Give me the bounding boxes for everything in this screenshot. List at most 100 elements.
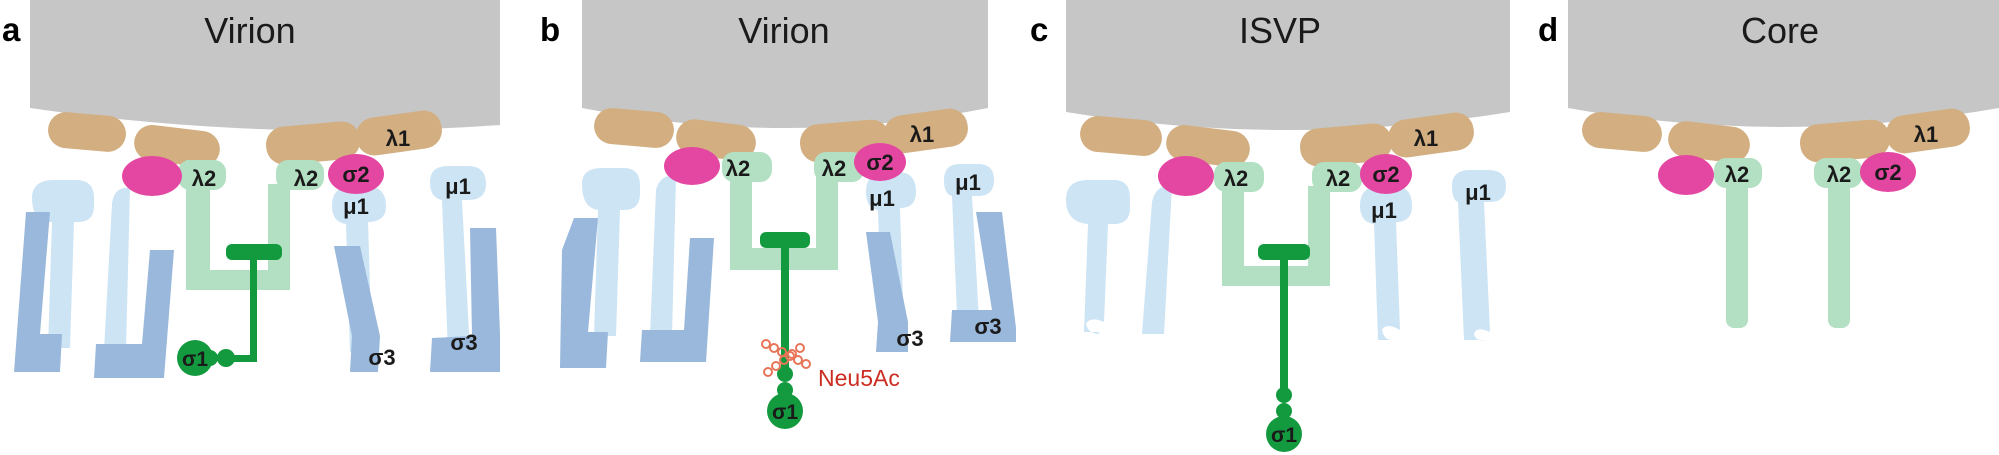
neu5ac-glycan [761,339,811,377]
mu1-subunit [582,168,640,336]
mu1-label: μ1 [1371,198,1397,223]
sigma2-subunit [664,147,720,185]
panel-c: c ISVP λ1 μ1 μ1 λ2 λ2 σ2 σ1 [1030,0,1510,452]
sigma2-subunit [1860,152,1916,192]
sigma1-label: σ1 [1271,424,1297,447]
mu1-subunit [1360,186,1412,340]
sigma3-label: σ3 [974,314,1001,339]
capsid-shell-a [30,0,500,131]
sigma1-bead [777,366,793,382]
panel-title-c: ISVP [1239,10,1321,51]
sigma3-subunit [94,250,174,378]
lambda2-knob [814,152,864,182]
sigma2-label: σ2 [1372,162,1399,187]
sigma2-subunit [1158,156,1214,196]
lambda1-subunit [1668,121,1750,163]
lambda2-knob [1214,162,1264,192]
sigma2-label: σ2 [342,162,369,187]
mu1-subunit [104,187,130,350]
capsid-shell-d [1568,0,1999,127]
lambda2-label: λ2 [1224,166,1248,191]
mu1-subunit [1142,185,1172,334]
panel-title-a: Virion [204,10,295,51]
lambda2-stalk [1726,160,1748,328]
lambda1-subunit [266,121,360,165]
lambda2-knob [178,160,226,190]
sigma3-subunit [950,212,1016,342]
capsid-shell-c [1066,0,1510,130]
panel-letter-b: b [540,11,560,48]
panel-letter-d: d [1538,11,1558,48]
mu1-label: μ1 [1465,180,1491,205]
lambda2-stalk [1828,160,1850,328]
lambda2-knob [1814,158,1862,188]
sigma1-globule [767,393,803,429]
sigma2-subunit [122,156,182,196]
lambda2-label: λ2 [1827,162,1851,187]
sigma2-subunit [854,143,906,181]
panel-letter-c: c [1030,11,1048,48]
neu5ac-label: Neu5Ac [818,365,900,391]
panel-b: b Virion λ1 μ1 μ1 σ3 σ3 λ2 λ2 σ2 σ [540,0,1016,429]
lambda1-subunit [1300,123,1392,167]
lambda2-knob [1714,158,1762,188]
lambda1-subunit [1582,112,1662,152]
sigma3-label: σ3 [896,326,923,351]
panel-title-b: Virion [738,10,829,51]
mu1-label: μ1 [343,194,369,219]
sigma2-label: σ2 [866,150,893,175]
sigma3-subunit [430,228,500,372]
sigma1-fiber [1280,252,1288,392]
mu1-label: μ1 [955,170,981,195]
mu1-subunit [650,175,676,336]
lambda2-label: λ2 [1326,166,1350,191]
lambda2-knob [722,152,772,182]
sigma1-bead [1276,387,1292,403]
panel-a: a Virion λ1 μ1 μ1 σ3 σ3 λ2 λ2 σ2 [2,0,500,378]
lambda2-knob [1312,162,1362,192]
sigma1-bead [217,349,235,367]
sigma1-bead [1276,403,1292,419]
mu1-label: μ1 [445,174,471,199]
panel-d: d Core λ1 λ2 λ2 σ2 [1538,0,1999,328]
lambda1-subunit [884,108,968,154]
sigma2-subunit [1658,155,1714,195]
sigma3-subunit [640,238,714,362]
sigma1-label: σ1 [182,348,208,371]
sigma3-subunit [334,246,380,372]
panel-letter-a: a [2,11,21,48]
lambda1-subunit [1080,115,1162,157]
lambda2-label: λ2 [192,166,216,191]
sigma3-subunit [560,218,608,368]
lambda1-subunit [1886,108,1970,154]
lambda2-label: λ2 [822,156,846,181]
lambda1-subunit [1800,119,1890,163]
sigma1-globule [1266,416,1302,452]
lambda2-label: λ2 [294,166,318,191]
lambda1-subunit [594,108,674,148]
mu1-subunit [32,180,94,348]
lambda2-knob [276,160,324,190]
lambda1-label: λ1 [1914,122,1938,147]
sigma3-subunit [866,232,908,352]
sigma3-subunit [14,212,62,372]
lambda1-label: λ1 [1414,126,1438,151]
panel-title-d: Core [1741,10,1819,51]
lambda1-label: λ1 [910,122,934,147]
lambda1-label: λ1 [386,126,410,151]
sigma2-subunit [1360,154,1412,194]
lambda2-label: λ2 [726,156,750,181]
mu1-subunit [944,164,994,338]
mu1-subunit [430,166,486,352]
lambda2-label: λ2 [1725,162,1749,187]
sigma3-label: σ3 [450,330,477,355]
sigma1-globule [177,340,213,376]
lambda1-subunit [48,112,126,152]
sigma1-fiber [250,250,257,362]
sigma1-fiber [781,240,789,370]
mu1-subunit [1452,170,1506,341]
lambda1-subunit [356,110,442,156]
sigma1-label: σ1 [772,401,798,424]
sigma3-label: σ3 [368,345,395,370]
